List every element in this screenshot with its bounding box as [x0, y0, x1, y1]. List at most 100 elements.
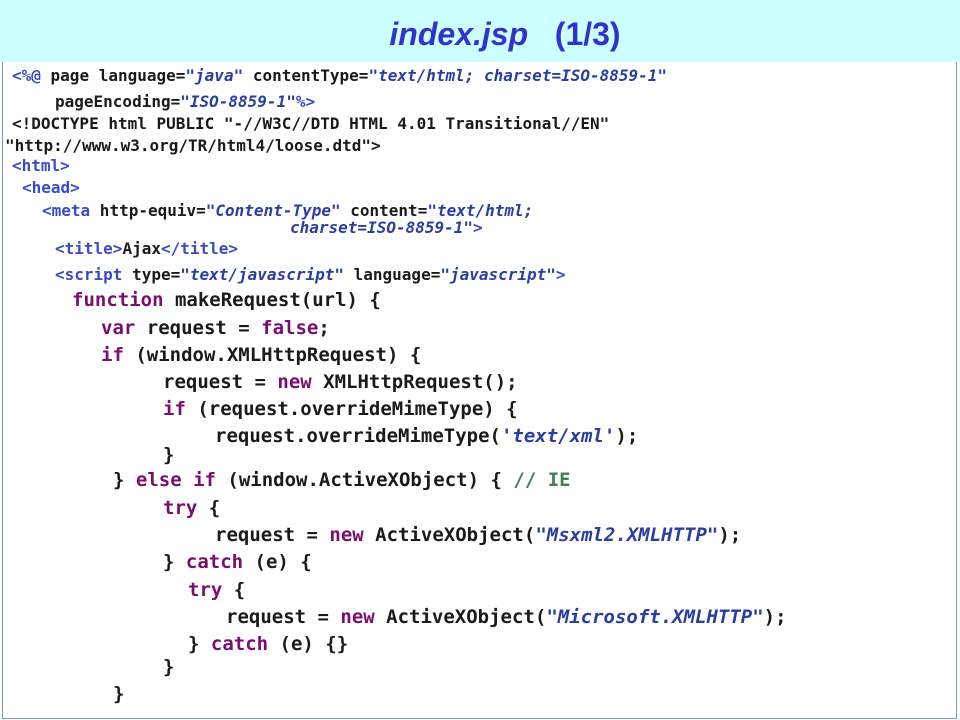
code-comment: // IE: [513, 469, 571, 491]
code-text: }: [163, 444, 175, 466]
code-string: "Msxml2.XMLHTTP": [535, 524, 719, 546]
code-keyword: else if: [135, 469, 216, 491]
code-text: {: [222, 579, 246, 601]
code-keyword: try: [163, 497, 198, 519]
code-line-20: request = new ActiveXObject("Msxml2.XMLH…: [215, 524, 741, 546]
title-filename: index.jsp: [389, 16, 529, 52]
code-keyword: false: [261, 317, 319, 339]
code-text: ActiveXObject(: [363, 524, 536, 546]
code-keyword: catch: [185, 551, 244, 573]
code-text: }: [113, 683, 125, 705]
code-string: "text/javascript": [180, 265, 344, 284]
code-text: request.overrideMimeType(: [215, 425, 501, 447]
code-line-16: request.overrideMimeType('text/xml');: [215, 425, 638, 447]
code-line-23: request = new ActiveXObject("Microsoft.X…: [226, 606, 787, 628]
code-string: "Microsoft.XMLHTTP": [546, 606, 764, 628]
code-text: language=: [344, 265, 441, 284]
title-tag: <title>: [55, 239, 123, 258]
code-line-11: function makeRequest(url) {: [72, 289, 381, 311]
code-line-25: }: [163, 656, 174, 678]
code-text: );: [718, 524, 742, 546]
code-line-15: if (request.overrideMimeType) {: [163, 398, 518, 420]
code-string: "text/html; charset=ISO-8859-1": [368, 66, 668, 85]
code-text: Ajax: [122, 239, 161, 258]
code-line-18: } else if (window.ActiveXObject) { // IE: [113, 469, 571, 491]
code-line-21: } catch (e) {: [163, 551, 312, 573]
code-text: (e) {}: [268, 633, 349, 655]
code-line-4: "http://www.w3.org/TR/html4/loose.dtd">: [5, 136, 381, 155]
code-keyword: try: [188, 579, 223, 601]
code-text: }: [188, 633, 211, 655]
head-tag: <head>: [22, 178, 80, 197]
code-text: }: [113, 469, 136, 491]
code-text: pageEncoding=: [55, 92, 181, 111]
code-line-9: <title>Ajax</title>: [55, 239, 238, 258]
code-keyword: new: [277, 371, 312, 393]
code-line-5: <html>: [12, 156, 70, 175]
code-line-13: if (window.XMLHttpRequest) {: [101, 344, 421, 366]
script-tag: <script: [55, 265, 123, 284]
code-keyword: catch: [210, 633, 269, 655]
code-keyword: new: [340, 606, 375, 628]
code-line-6: <head>: [22, 178, 80, 197]
code-string: "-//W3C//DTD HTML 4.01 Transitional//EN": [223, 114, 610, 133]
code-string: "java": [185, 66, 244, 85]
code-keyword: new: [329, 524, 364, 546]
code-text: }: [163, 656, 175, 678]
jsp-directive-open: <%@: [12, 66, 41, 85]
code-line-19: try {: [163, 497, 220, 519]
code-string: "text/html;: [427, 201, 534, 220]
code-text: (request.overrideMimeType) {: [185, 398, 518, 420]
title-close-tag: </title>: [160, 239, 239, 258]
code-text: ;: [318, 317, 330, 339]
code-line-10: <script type="text/javascript" language=…: [55, 265, 566, 284]
code-text: makeRequest(url) {: [163, 289, 381, 311]
code-text: (window.ActiveXObject) {: [215, 469, 514, 491]
code-line-17: }: [163, 444, 174, 466]
code-string: "Content-Type": [205, 201, 341, 220]
code-text: ActiveXObject(: [374, 606, 547, 628]
code-text: >: [473, 218, 483, 237]
code-line-2: pageEncoding="ISO-8859-1"%>: [55, 92, 315, 111]
code-keyword: function: [72, 289, 164, 311]
code-line-1: <%@ page language="java" contentType="te…: [12, 66, 667, 85]
code-text: request =: [226, 606, 341, 628]
slide-title: index.jsp (1/3): [0, 14, 960, 54]
code-text: }: [163, 551, 186, 573]
code-text: {: [197, 497, 221, 519]
code-keyword: var: [101, 317, 136, 339]
code-line-3: <!DOCTYPE html PUBLIC "-//W3C//DTD HTML …: [12, 114, 609, 133]
code-text: type=: [122, 265, 181, 284]
title-bar: index.jsp (1/3): [0, 0, 960, 62]
code-text: <!DOCTYPE html PUBLIC: [12, 114, 224, 133]
code-text: );: [763, 606, 787, 628]
code-text: );: [615, 425, 639, 447]
code-line-26: }: [113, 683, 124, 705]
code-text: request =: [135, 317, 262, 339]
code-keyword: if: [101, 344, 124, 366]
code-string: 'text/xml': [500, 425, 616, 447]
code-line-7: <meta http-equiv="Content-Type" content=…: [42, 201, 533, 220]
code-text: >: [555, 265, 566, 284]
meta-tag: <meta: [42, 201, 91, 220]
code-string: "http://www.w3.org/TR/html4/loose.dtd": [5, 136, 372, 155]
code-string: "ISO-8859-1": [180, 92, 296, 111]
code-text: >: [371, 136, 381, 155]
code-line-22: try {: [188, 579, 245, 601]
code-text: (window.XMLHttpRequest) {: [123, 344, 422, 366]
code-text: http-equiv=: [90, 201, 206, 220]
code-text: (e) {: [243, 551, 312, 573]
code-text: contentType=: [243, 66, 369, 85]
title-page-number: (1/3): [554, 16, 621, 52]
code-text: request =: [215, 524, 330, 546]
code-text: request =: [163, 371, 278, 393]
code-text: XMLHttpRequest();: [311, 371, 518, 393]
content-frame: [2, 62, 957, 719]
code-line-24: } catch (e) {}: [188, 633, 348, 655]
code-string: charset=ISO-8859-1": [290, 218, 474, 237]
jsp-directive-close: %>: [295, 92, 316, 111]
code-text: page language=: [40, 66, 186, 85]
code-line-12: var request = false;: [101, 317, 330, 339]
code-text: content=: [340, 201, 428, 220]
html-tag: <html>: [12, 156, 70, 175]
